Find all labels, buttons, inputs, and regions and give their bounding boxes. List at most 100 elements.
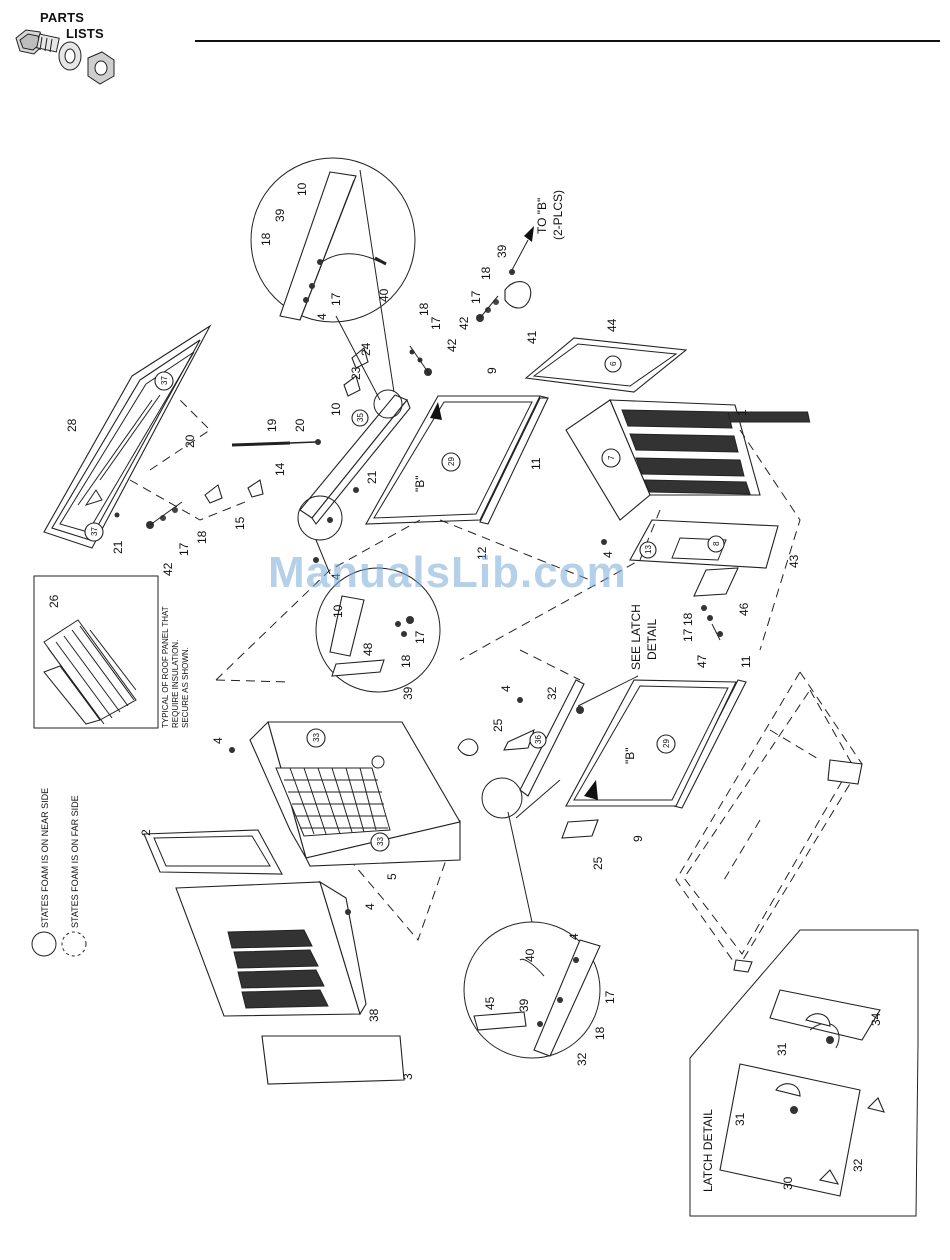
trim-part-3: [261, 1035, 405, 1085]
detail-marker-circle: [481, 777, 523, 819]
note-see-latch-detail: DETAIL: [645, 619, 659, 660]
callout-44: 44: [605, 318, 619, 332]
callout-28: 28: [65, 418, 79, 432]
callout-39: 39: [401, 686, 415, 700]
legend-far-side-text: STATES FOAM IS ON FAR SIDE: [70, 795, 80, 928]
watermark: ManualsLib.com: [268, 548, 627, 597]
callout-23: 23: [349, 366, 363, 380]
callout-1: 1: [735, 409, 749, 416]
callout-17: 17: [681, 628, 695, 642]
note-b-marker-upper: "B": [413, 475, 427, 492]
callout-19: 19: [265, 418, 279, 432]
detail-marker-circle: [373, 389, 403, 419]
note-to-b: TO "B": [535, 198, 549, 234]
dashed-guide: [129, 479, 251, 521]
foam-35: 35: [356, 413, 365, 422]
callout-39: 39: [273, 208, 287, 222]
callout-32: 32: [545, 686, 559, 700]
callout-5: 5: [385, 873, 399, 880]
roof-inset-box: [33, 575, 159, 729]
dashed-guide: [349, 819, 461, 941]
logo-text-lists: LISTS: [66, 26, 104, 41]
rail-part-32: [519, 679, 585, 797]
callout-25: 25: [591, 856, 605, 870]
callout-15: 15: [233, 516, 247, 530]
foam-37-a: 37: [160, 376, 169, 385]
foam-37-b: 37: [90, 527, 99, 536]
diagram-notes: TO "B" (2-PLCS) SEE LATCH DETAIL "B" "B"…: [40, 190, 715, 1192]
detail-circle-lower: [463, 811, 601, 1059]
callout-17: 17: [603, 990, 617, 1004]
callout-18: 18: [593, 1026, 607, 1040]
foam-36: 36: [534, 735, 543, 744]
foam-8: 8: [712, 541, 721, 546]
callout-4: 4: [329, 573, 343, 580]
panel-part-9-lower: [565, 679, 737, 807]
callout-45: 45: [483, 996, 497, 1010]
legend-near-side-symbol: [31, 931, 57, 957]
hinge-part-24: [351, 347, 369, 369]
detail-marker-circle: [297, 495, 343, 541]
header-rule: [195, 40, 940, 42]
detail-circle-upper: [250, 157, 416, 401]
callout-10: 10: [329, 402, 343, 416]
callout-18: 18: [479, 266, 493, 280]
parts-lists-logo: PARTS LISTS: [10, 4, 120, 94]
dashed-guide: [519, 649, 581, 681]
callout-4: 4: [211, 737, 225, 744]
panel-part-46: [693, 567, 739, 597]
callout-48: 48: [361, 642, 375, 656]
callout-25: 25: [491, 718, 505, 732]
callout-20: 20: [183, 434, 197, 448]
base-frame: [675, 671, 863, 973]
foam-markers: 37 37 35 29 6 7 13 8 29 36 33 33: [84, 355, 725, 852]
callout-4: 4: [601, 551, 615, 558]
callout-43: 43: [787, 554, 801, 568]
latch-assembly: [457, 738, 479, 757]
callout-18: 18: [681, 612, 695, 626]
latch-detail-box: [689, 929, 919, 1217]
foam-29-a: 29: [447, 457, 456, 466]
legend-far-side-symbol: [61, 931, 87, 957]
callout-34: 34: [869, 1012, 883, 1026]
dashed-guide: [459, 509, 661, 661]
callout-14: 14: [273, 462, 287, 476]
callout-41: 41: [525, 330, 539, 344]
callout-40: 40: [377, 288, 391, 302]
callout-18: 18: [417, 302, 431, 316]
callout-17: 17: [429, 316, 443, 330]
gas-strut-part-19: [231, 439, 321, 447]
callout-24: 24: [359, 342, 373, 356]
bracket-part-25-lower: [561, 819, 599, 839]
callout-47: 47: [695, 654, 709, 668]
callout-42: 42: [445, 338, 459, 352]
callout-42: 42: [457, 316, 471, 330]
callout-9: 9: [485, 367, 499, 374]
callout-4: 4: [499, 685, 513, 692]
fastener-cluster-right: [701, 605, 723, 641]
callout-30: 30: [781, 1176, 795, 1190]
callout-4: 4: [363, 903, 377, 910]
callout-31: 31: [775, 1042, 789, 1056]
callout-18: 18: [399, 654, 413, 668]
foam-29-b: 29: [662, 739, 671, 748]
latch-handle-part-41: [504, 226, 534, 309]
callout-32: 32: [851, 1158, 865, 1172]
callout-42: 42: [161, 562, 175, 576]
bracket-part-15: [204, 484, 223, 504]
rail-part-10: [299, 394, 411, 525]
dashed-guide: [439, 519, 591, 581]
bracket-part-25-upper: [503, 728, 535, 751]
callout-21: 21: [111, 540, 125, 554]
foam-6: 6: [609, 361, 618, 366]
callout-4: 4: [315, 313, 329, 320]
callout-31: 31: [733, 1112, 747, 1126]
panel-part-43: [629, 519, 779, 569]
callout-9: 9: [631, 835, 645, 842]
leader-line: [515, 779, 561, 819]
callout-17: 17: [469, 290, 483, 304]
callout-26: 26: [47, 594, 61, 608]
foam-33-a: 33: [312, 733, 321, 742]
callout-20: 20: [293, 418, 307, 432]
callout-38: 38: [367, 1008, 381, 1022]
